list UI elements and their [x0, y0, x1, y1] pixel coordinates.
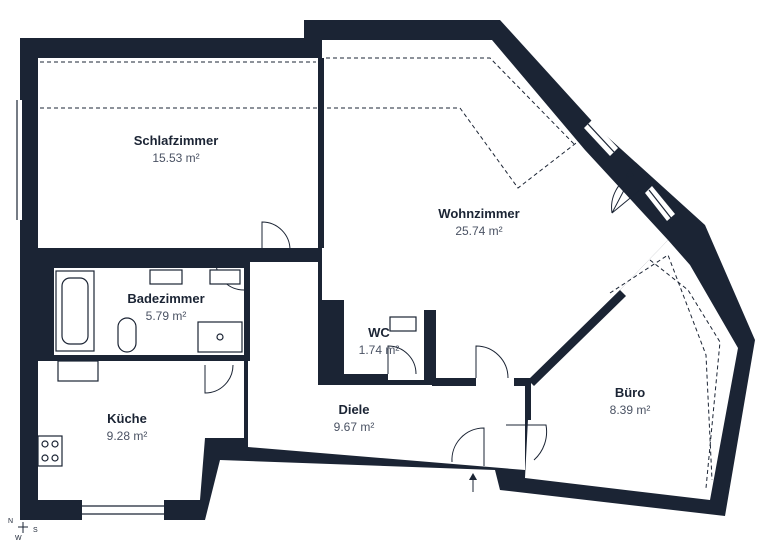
schlafzimmer-floor: [38, 58, 318, 248]
badezimmer-floor: [54, 268, 244, 355]
room-area: 9.28 m²: [107, 429, 148, 443]
room-area: 5.79 m²: [146, 309, 187, 323]
room-area: 9.67 m²: [334, 420, 375, 434]
room-name: Schlafzimmer: [134, 133, 219, 148]
kueche-floor: [38, 358, 244, 500]
room-area: 15.53 m²: [152, 151, 199, 165]
room-name: Badezimmer: [127, 291, 204, 306]
washbasin: [149, 269, 183, 285]
entrance-arrow: [469, 169, 634, 492]
room-area: 1.74 m²: [359, 343, 400, 357]
windows: [12, 100, 675, 520]
room-name: Küche: [107, 411, 147, 426]
room-area: 25.74 m²: [455, 224, 502, 238]
room-name: WC: [368, 325, 390, 340]
room-name: Büro: [615, 385, 645, 400]
compass-n: N: [8, 518, 13, 525]
compass-w: W: [15, 535, 22, 542]
toilet: [117, 317, 137, 353]
room-area: 8.39 m²: [610, 403, 651, 417]
buero-floor: [525, 240, 738, 500]
interior-walls: [38, 58, 626, 420]
wohnzimmer-floor: [322, 40, 668, 380]
kitchen-sink: [57, 360, 99, 382]
compass-s: S: [33, 527, 38, 534]
compass-icon: N S W: [8, 518, 38, 542]
wc-basin: [389, 316, 417, 332]
room-name: Wohnzimmer: [438, 206, 519, 221]
room-name: Diele: [338, 402, 369, 417]
fixtures: [37, 269, 417, 467]
diele-floor: [248, 262, 525, 470]
ceiling-lines: [40, 57, 721, 489]
stove: [37, 435, 63, 467]
doors: [204, 173, 641, 466]
room-labels: Schlafzimmer 15.53 m² Wohnzimmer 25.74 m…: [107, 133, 651, 443]
